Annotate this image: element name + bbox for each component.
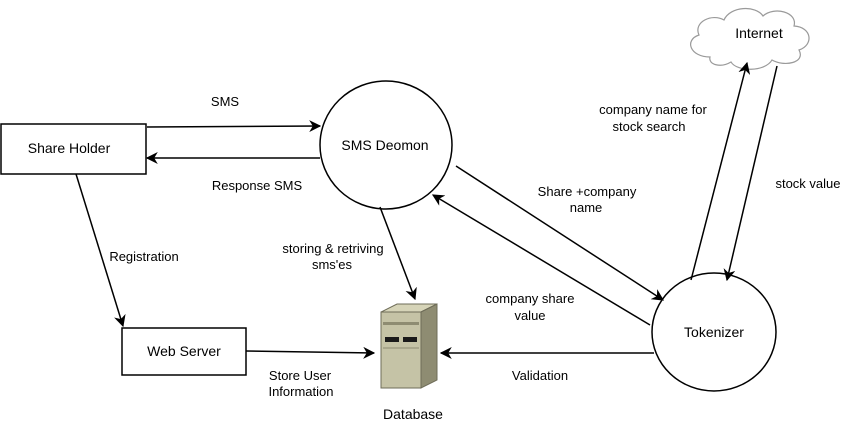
- sms-daemon-label: SMS Deomon: [341, 137, 428, 153]
- tokenizer-node[interactable]: Tokenizer: [651, 272, 777, 392]
- edge-storing: [379, 206, 417, 301]
- label-storing-line2: sms'es: [312, 257, 353, 272]
- label-company-name-line1: company name for: [599, 102, 707, 117]
- web-server-node[interactable]: Web Server: [121, 327, 247, 376]
- database-node[interactable]: Database: [380, 303, 443, 422]
- share-holder-node[interactable]: Share Holder: [0, 123, 147, 175]
- label-stock-value: stock value: [775, 176, 840, 191]
- edge-company-name: [690, 61, 751, 281]
- share-holder-label: Share Holder: [28, 140, 111, 156]
- edge-company-share: [431, 194, 651, 326]
- edge-registration: [75, 173, 126, 328]
- label-company-name-line2: stock search: [613, 119, 686, 134]
- tokenizer-label: Tokenizer: [684, 324, 744, 340]
- web-server-label: Web Server: [147, 343, 221, 359]
- label-company-share-line2: value: [514, 308, 545, 323]
- label-company-share-line1: company share: [486, 291, 575, 306]
- edge-store-user: [245, 346, 376, 359]
- internet-node[interactable]: Internet: [690, 8, 810, 70]
- edge-stock-value: [723, 65, 778, 282]
- label-sms: SMS: [211, 94, 240, 109]
- label-storing-line1: storing & retriving: [282, 241, 383, 256]
- label-share-company-line2: name: [570, 200, 603, 215]
- edge-sms: [146, 120, 322, 133]
- label-response-sms: Response SMS: [212, 178, 303, 193]
- server-tower-icon: [380, 303, 438, 389]
- internet-label: Internet: [735, 25, 783, 41]
- label-share-company-line1: Share +company: [538, 184, 637, 199]
- database-label: Database: [383, 406, 443, 422]
- label-validation: Validation: [512, 368, 568, 383]
- sms-daemon-node[interactable]: SMS Deomon: [319, 80, 453, 210]
- label-store-user-line1: Store User: [269, 368, 332, 383]
- label-store-user-line2: Information: [268, 384, 333, 399]
- label-registration: Registration: [109, 249, 178, 264]
- edge-share-company: [455, 165, 665, 301]
